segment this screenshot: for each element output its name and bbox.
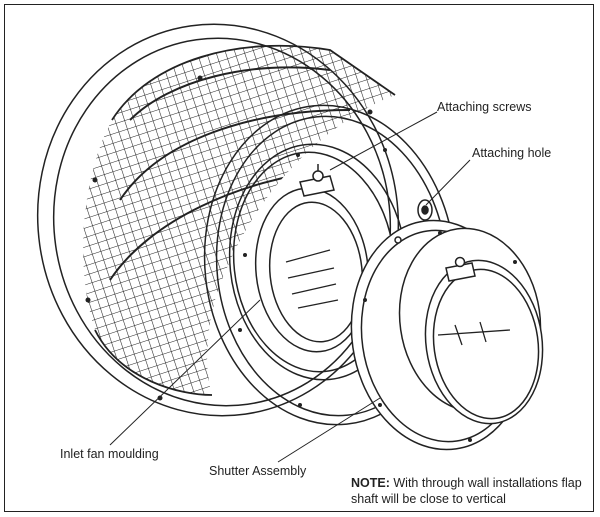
- leader-attaching-screws: [329, 111, 438, 171]
- shutter-tube-front: [424, 259, 544, 425]
- note-prefix: NOTE:: [351, 476, 390, 490]
- attaching-screw-1: [312, 170, 324, 182]
- attaching-screw-2: [454, 256, 466, 268]
- figure-frame: [4, 4, 594, 512]
- inlet-throat-inner: [268, 201, 364, 343]
- label-attaching-hole: Attaching hole: [472, 146, 552, 160]
- installation-note: NOTE: With through wall installations fl…: [351, 475, 586, 507]
- label-inlet-fan-moulding: Inlet fan moulding: [60, 447, 159, 461]
- leader-lines: [109, 111, 471, 463]
- leader-inlet-fan-moulding: [109, 299, 261, 446]
- shutter-tube-lip: [432, 268, 540, 420]
- label-attaching-screws: Attaching screws: [437, 100, 532, 114]
- note-text: With through wall installations flap sha…: [351, 476, 582, 506]
- leader-shutter-assembly: [277, 397, 381, 463]
- label-shutter-assembly: Shutter Assembly: [209, 464, 307, 478]
- shutter-assembly: [350, 219, 544, 451]
- leader-attaching-hole: [425, 159, 471, 206]
- rear-flange-holes: [85, 75, 403, 401]
- rear-flange-inner: [52, 37, 392, 407]
- rear-flange-outer: [36, 23, 400, 417]
